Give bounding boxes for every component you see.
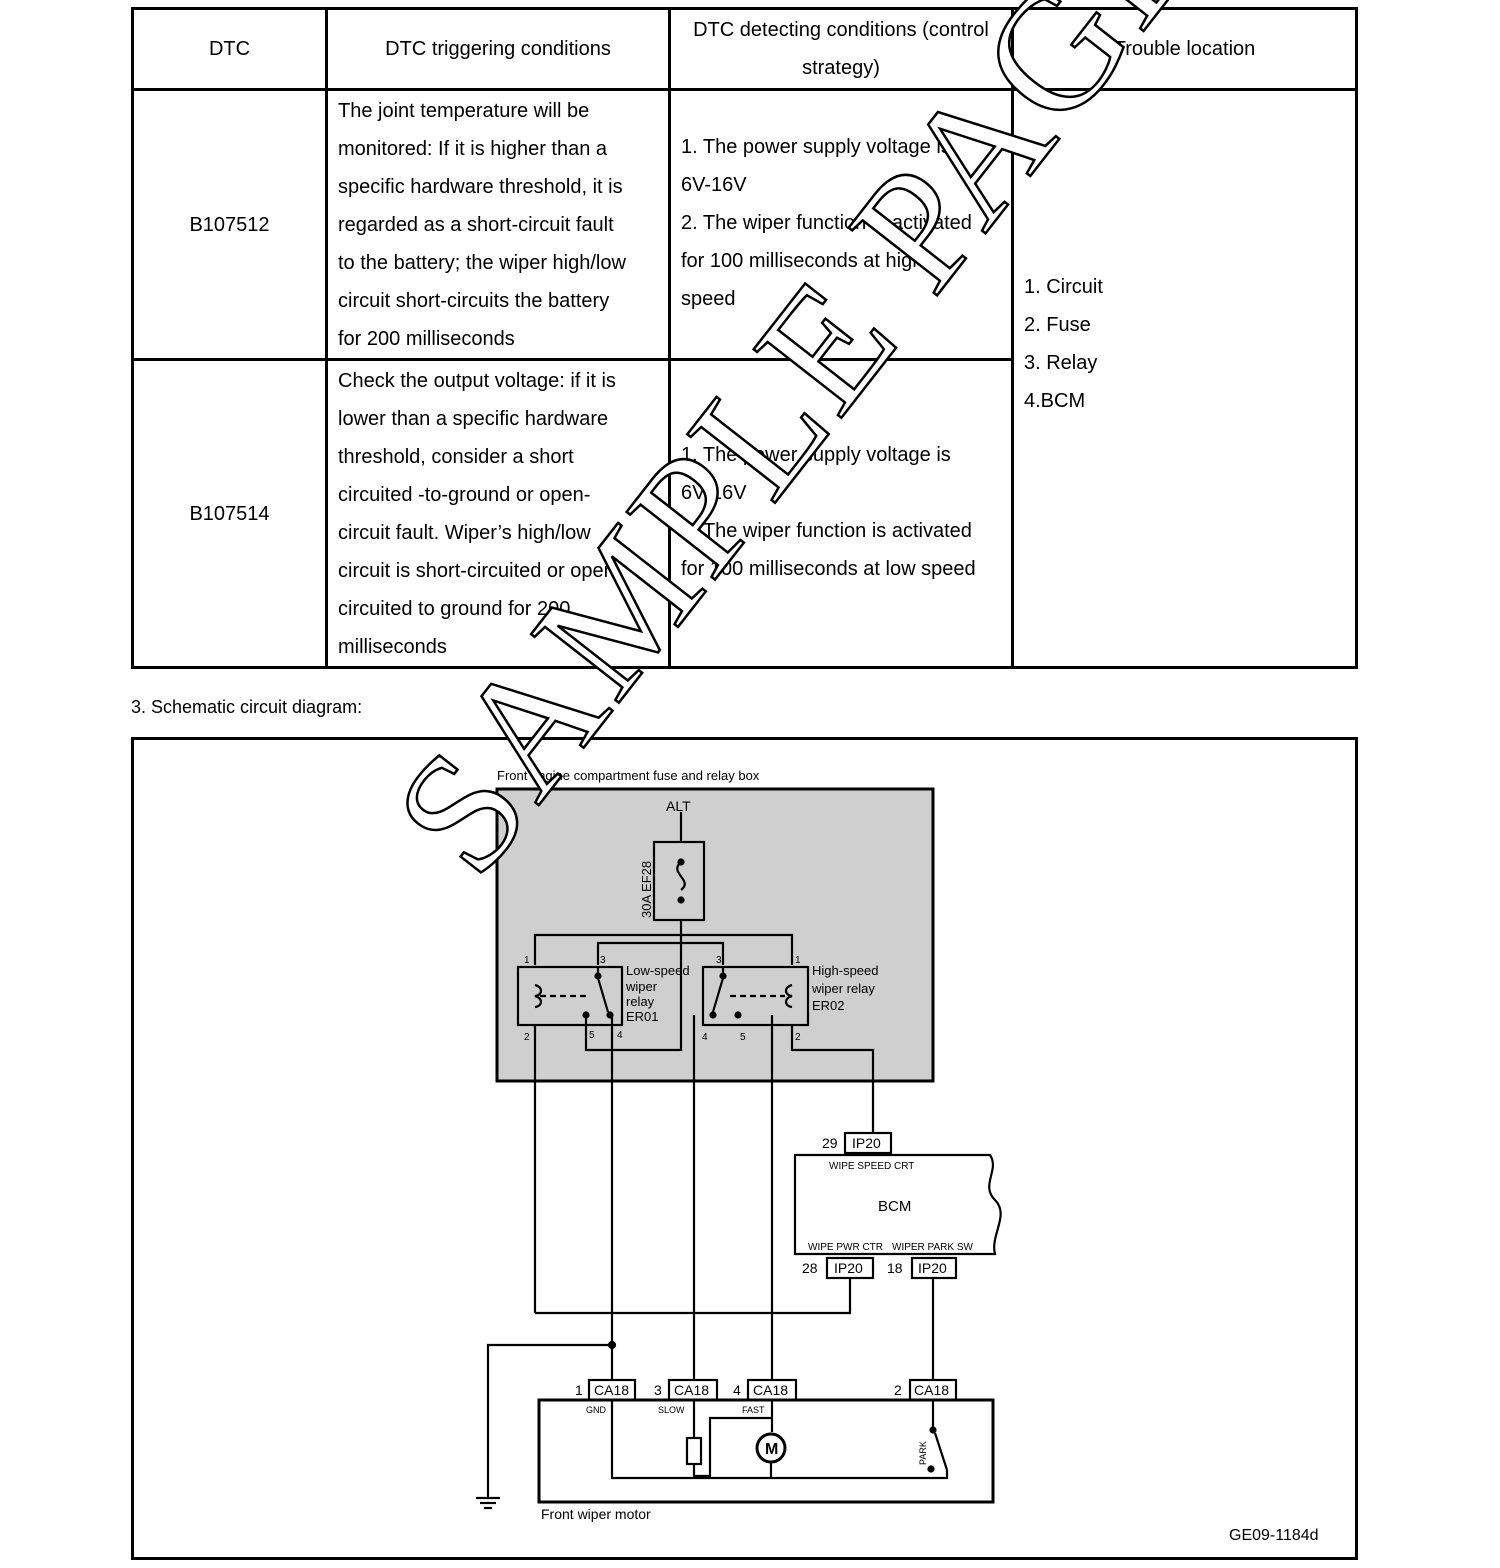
location-item: 3. Relay bbox=[1024, 351, 1098, 374]
text-line: circuited to ground for 200 bbox=[338, 597, 571, 620]
park-switch-label: PARK bbox=[918, 1441, 928, 1465]
triggering-cell: The joint temperature will be monitored:… bbox=[325, 88, 671, 361]
detecting-cell: 1. The power supply voltage is 6V-16V 2.… bbox=[668, 88, 1014, 361]
low-relay-label: ER01 bbox=[626, 1009, 659, 1024]
low-relay-label: wiper bbox=[625, 979, 658, 994]
text-line: for 100 milliseconds at high bbox=[681, 250, 924, 272]
text-line: 2. The wiper function is activated bbox=[681, 520, 972, 542]
bcm-signal: WIPE SPEED CRT bbox=[829, 1161, 914, 1172]
dtc-code: B107514 bbox=[131, 358, 328, 669]
location-item: 1. Circuit bbox=[1024, 275, 1103, 298]
triggering-cell: Check the output voltage: if it is lower… bbox=[325, 358, 671, 669]
bcm-pin: 29 bbox=[822, 1135, 838, 1151]
motor-connector: CA18 bbox=[594, 1382, 629, 1398]
pin-label: 1 bbox=[524, 955, 530, 966]
motor-terminal-label: GND bbox=[586, 1405, 607, 1415]
motor-pin: 2 bbox=[894, 1382, 902, 1398]
bcm-connector: IP20 bbox=[852, 1135, 881, 1151]
pin-label: 1 bbox=[795, 955, 801, 966]
fuse-box-label: Front engine compartment fuse and relay … bbox=[497, 768, 760, 783]
dtc-table: DTC DTC triggering conditions DTC detect… bbox=[131, 7, 1358, 669]
table-row: B107512 The joint temperature will be mo… bbox=[131, 88, 1358, 669]
location-item: 2. Fuse bbox=[1024, 313, 1091, 336]
header-detecting-line2: strategy) bbox=[802, 57, 880, 79]
text-line: for 200 milliseconds bbox=[338, 327, 515, 350]
schematic-diagram-frame bbox=[131, 737, 1358, 1560]
table-row: B107514 Check the output voltage: if it … bbox=[131, 358, 1357, 669]
text-line: lower than a specific hardware bbox=[338, 407, 609, 430]
motor-connector: CA18 bbox=[753, 1382, 788, 1398]
pin-label: 4 bbox=[702, 1032, 708, 1043]
bcm-module bbox=[793, 1153, 1002, 1256]
motor-pin: 1 bbox=[575, 1382, 583, 1398]
trouble-location-cell: 1. Circuit 2. Fuse 3. Relay 4.BCM bbox=[1011, 88, 1358, 669]
text-line: 2. The wiper function is activated bbox=[681, 212, 972, 234]
high-relay-label: High-speed bbox=[812, 963, 879, 978]
text-line: monitored: If it is higher than a bbox=[338, 137, 608, 160]
pin-label: 5 bbox=[589, 1030, 595, 1041]
diagram-reference: GE09-1184d bbox=[1229, 1527, 1319, 1544]
text-line: Check the output voltage: if it is bbox=[338, 369, 616, 392]
pin-label: 4 bbox=[617, 1030, 623, 1041]
text-line: to the battery; the wiper high/low bbox=[338, 251, 626, 274]
bcm-signal: WIPER PARK SW bbox=[892, 1242, 973, 1253]
alt-label: ALT bbox=[666, 798, 691, 814]
header-detecting-line1: DTC detecting conditions (control bbox=[693, 19, 989, 41]
detecting-cell: 1. The power supply voltage is 6V-16V 2.… bbox=[668, 358, 1014, 669]
motor-label: Front wiper motor bbox=[541, 1506, 651, 1522]
high-relay-label: wiper relay bbox=[811, 981, 875, 996]
text-line: for 100 milliseconds at low speed bbox=[681, 558, 976, 580]
header-detecting: DTC detecting conditions (control strate… bbox=[668, 7, 1014, 91]
text-line: 6V-16V bbox=[681, 174, 747, 196]
bcm-connector: IP20 bbox=[918, 1260, 947, 1276]
text-line: 1. The power supply voltage is bbox=[681, 136, 951, 158]
text-line: circuited -to-ground or open- bbox=[338, 483, 591, 506]
text-line: milliseconds bbox=[338, 635, 447, 658]
text-line: regarded as a short-circuit fault bbox=[338, 213, 614, 236]
pin-label: 2 bbox=[795, 1032, 801, 1043]
header-triggering: DTC triggering conditions bbox=[325, 7, 671, 91]
pin-label: 2 bbox=[524, 1032, 530, 1043]
text-line: circuit is short-circuited or open- bbox=[338, 559, 622, 582]
bcm-label: BCM bbox=[878, 1198, 911, 1215]
header-dtc: DTC bbox=[131, 7, 328, 91]
text-line: 1. The power supply voltage is bbox=[681, 444, 951, 466]
pin-label: 5 bbox=[740, 1032, 746, 1043]
dtc-code: B107512 bbox=[131, 88, 328, 361]
motor-terminal-label: FAST bbox=[742, 1405, 765, 1415]
text-line: specific hardware threshold, it is bbox=[338, 175, 623, 198]
table-header-row: DTC DTC triggering conditions DTC detect… bbox=[131, 7, 1358, 91]
high-relay-label: ER02 bbox=[812, 998, 845, 1013]
text-line: speed bbox=[681, 288, 736, 310]
bcm-pin: 18 bbox=[887, 1260, 903, 1276]
front-wiper-motor bbox=[537, 1398, 995, 1504]
location-item: 4.BCM bbox=[1024, 389, 1086, 412]
motor-connector: CA18 bbox=[914, 1382, 949, 1398]
fuse-ef28 bbox=[652, 840, 706, 922]
text-line: threshold, consider a short bbox=[338, 445, 574, 468]
header-location: Trouble location bbox=[1011, 7, 1358, 91]
motor-pin: 3 bbox=[654, 1382, 662, 1398]
motor-connector: CA18 bbox=[674, 1382, 709, 1398]
bcm-pin: 28 bbox=[802, 1260, 818, 1276]
pin-label: 3 bbox=[600, 955, 606, 966]
text-line: circuit fault. Wiper’s high/low bbox=[338, 521, 591, 544]
motor-terminal-label: SLOW bbox=[658, 1405, 685, 1415]
fuse-label: 30A EF28 bbox=[639, 861, 654, 918]
motor-pin: 4 bbox=[733, 1382, 741, 1398]
bcm-signal: WIPE PWR CTR bbox=[808, 1242, 883, 1253]
pin-label: 3 bbox=[716, 955, 722, 966]
text-line: circuit short-circuits the battery bbox=[338, 289, 610, 312]
text-line: 6V-16V bbox=[681, 482, 747, 504]
text-line: The joint temperature will be bbox=[338, 99, 590, 122]
bcm-connector: IP20 bbox=[834, 1260, 863, 1276]
low-relay-label: relay bbox=[626, 994, 655, 1009]
section-title: 3. Schematic circuit diagram: bbox=[131, 697, 363, 717]
motor-symbol-label: M bbox=[765, 1441, 778, 1458]
low-relay-label: Low-speed bbox=[626, 963, 690, 978]
